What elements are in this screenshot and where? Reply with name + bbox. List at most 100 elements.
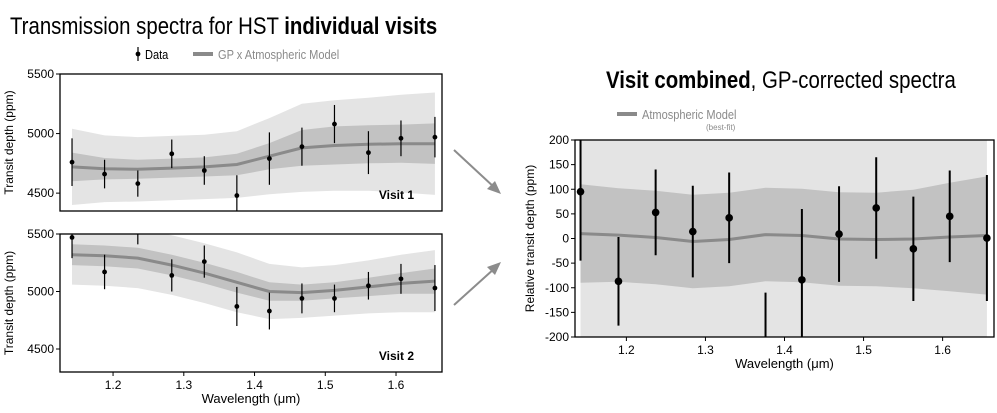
data-marker <box>688 227 697 236</box>
data-marker <box>983 234 991 242</box>
data-point <box>266 132 272 185</box>
legend-data-marker <box>135 47 141 61</box>
data-marker <box>201 259 207 264</box>
data-marker <box>432 134 438 140</box>
data-marker <box>332 296 337 301</box>
x-tick-label: 1.5 <box>317 378 334 392</box>
legend-atm-label: Atmospheric Model <box>642 107 736 122</box>
data-point <box>614 237 623 326</box>
data-marker <box>762 343 770 351</box>
data-marker <box>366 283 371 289</box>
y-tick-label: 50 <box>556 207 570 221</box>
data-point <box>983 174 991 302</box>
data-point <box>266 292 272 330</box>
plot-area <box>576 140 991 351</box>
data-point <box>398 120 404 157</box>
legend-model-label: GP x Atmospheric Model <box>218 47 339 62</box>
data-marker <box>201 168 207 173</box>
data-marker <box>135 225 140 230</box>
data-marker <box>398 135 404 141</box>
y-tick-label: 100 <box>549 182 569 196</box>
data-marker <box>299 144 305 150</box>
plot-area <box>69 92 438 211</box>
legend-left: Data GP x Atmospheric Model <box>135 47 339 62</box>
data-marker <box>576 187 585 196</box>
data-marker <box>798 276 806 284</box>
y-axis-label: Relative transit depth (ppm) <box>523 165 537 312</box>
plot-frame <box>59 73 443 212</box>
x-tick-label: 1.5 <box>855 343 872 357</box>
model-line <box>580 232 987 244</box>
model-inner-band <box>72 244 435 301</box>
data-point <box>332 284 337 313</box>
y-tick-label: 150 <box>549 158 569 172</box>
x-tick-label: 1.6 <box>934 343 951 357</box>
y-tick-label: 5500 <box>27 67 54 81</box>
data-point <box>762 292 770 351</box>
y-tick-label: 200 <box>549 133 569 147</box>
y-tick-label: -150 <box>545 305 569 319</box>
arrow-visit-1 <box>453 149 501 194</box>
data-marker <box>102 171 107 177</box>
data-point <box>102 159 107 189</box>
data-point <box>69 234 75 259</box>
right-title: Visit combined, GP-corrected spectra <box>606 66 956 93</box>
data-point <box>201 245 207 278</box>
data-marker <box>432 285 438 291</box>
data-marker <box>945 212 954 221</box>
model-outer-band <box>72 234 435 320</box>
y-tick-label: -200 <box>545 330 569 344</box>
data-point <box>102 254 107 290</box>
data-marker <box>266 156 272 161</box>
data-point <box>299 283 305 314</box>
arrow-visit-2 <box>453 262 501 306</box>
data-marker <box>234 193 240 198</box>
y-tick-label: 4500 <box>27 342 54 356</box>
data-point <box>835 186 843 282</box>
data-point <box>201 156 207 185</box>
y-tick-label: -50 <box>552 256 570 270</box>
data-marker <box>169 151 175 157</box>
plot-frame <box>59 233 443 373</box>
x-tick-label: 1.2 <box>618 343 635 357</box>
data-marker <box>135 181 141 187</box>
data-marker <box>332 121 337 127</box>
x-axis-label: Wavelength (μm) <box>202 391 301 406</box>
data-marker <box>266 308 272 314</box>
data-marker <box>725 214 733 222</box>
panel-label: Visit 1 <box>379 188 414 202</box>
x-axis-label: Wavelength (μm) <box>735 356 834 371</box>
y-tick-label: 5000 <box>27 127 54 141</box>
data-marker <box>651 208 660 217</box>
data-marker <box>299 296 305 301</box>
y-tick-label: 0 <box>562 232 569 246</box>
data-point <box>432 116 438 158</box>
y-tick-label: 5000 <box>27 285 54 299</box>
data-marker <box>69 159 75 165</box>
x-tick-label: 1.3 <box>175 378 192 392</box>
data-point <box>234 286 240 326</box>
data-point <box>688 185 697 278</box>
data-marker <box>872 204 881 212</box>
data-marker <box>909 245 918 253</box>
data-point <box>135 170 141 197</box>
plot-area <box>69 225 438 330</box>
model-line <box>71 253 436 295</box>
left-title: Transmission spectra for HST individual … <box>10 12 437 39</box>
y-tick-label: 5500 <box>27 227 54 241</box>
data-marker <box>835 230 843 238</box>
data-point <box>332 104 337 144</box>
y-axis-label: Transit depth (ppm) <box>2 90 16 194</box>
data-point <box>135 225 140 245</box>
data-point <box>651 169 660 256</box>
x-tick-label: 1.2 <box>105 378 122 392</box>
data-point <box>398 263 404 294</box>
data-point <box>169 259 175 292</box>
panel-label: Visit 2 <box>379 349 414 363</box>
x-tick-label: 1.4 <box>246 378 263 392</box>
data-point <box>69 138 75 186</box>
data-point <box>909 196 918 302</box>
